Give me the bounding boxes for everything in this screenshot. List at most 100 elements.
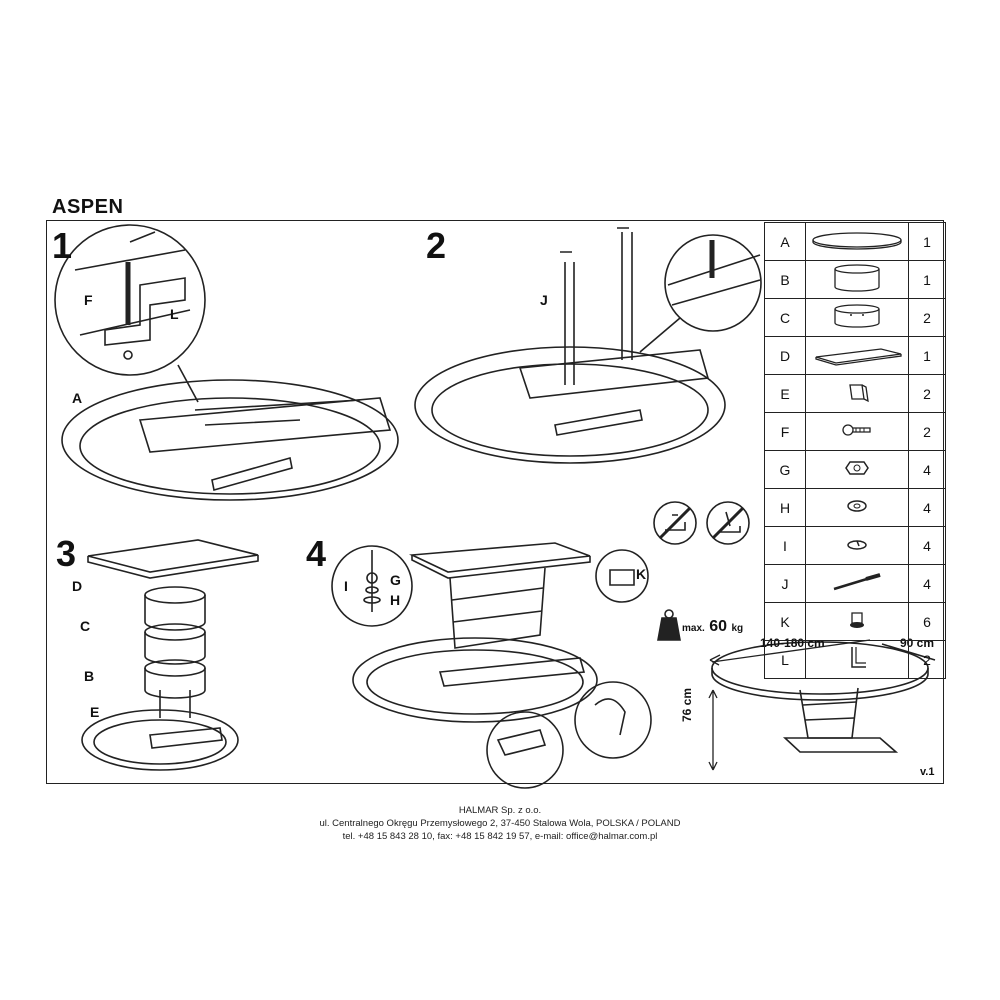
footer-address: ul. Centralnego Okręgu Przemysłowego 2, … <box>319 818 681 829</box>
base-column-icon <box>834 264 880 292</box>
part-picture <box>805 336 909 375</box>
step1-tabletop-drawing <box>61 379 399 501</box>
part-quantity: 1 <box>908 336 946 375</box>
part-letter: D <box>764 336 806 375</box>
step2-tabletop-drawing <box>414 227 726 464</box>
max-load: max. 60 kg <box>682 618 743 636</box>
footer-company: HALMAR Sp. z o.o. <box>458 805 542 816</box>
part-letter: F <box>764 412 806 451</box>
part-picture <box>805 526 909 565</box>
part-quantity: 1 <box>908 222 946 261</box>
document-title: ASPEN <box>52 196 124 218</box>
version-label: v.1 <box>920 766 935 778</box>
part-picture <box>805 222 909 261</box>
step-number-2: 2 <box>426 225 447 266</box>
part-quantity: 2 <box>908 298 946 337</box>
tabletop-icon <box>812 232 902 250</box>
no-stand-warning-icon <box>706 501 750 545</box>
part-picture <box>805 450 909 489</box>
callout-b: B <box>84 668 95 684</box>
callout-e: E <box>90 704 100 720</box>
base-plate-icon <box>815 348 902 366</box>
callout-k: K <box>636 566 647 582</box>
bolt-icon <box>842 424 871 436</box>
nut-icon <box>845 461 869 475</box>
step2-detail-circle <box>639 234 762 353</box>
part-quantity: 1 <box>908 260 946 299</box>
step4-detail-hand-bottom <box>486 711 564 789</box>
part-quantity: 4 <box>908 488 946 527</box>
callout-i: I <box>344 578 348 594</box>
step-number-3: 3 <box>56 533 77 574</box>
threaded-rod-icon <box>833 573 881 591</box>
part-quantity: 4 <box>908 450 946 489</box>
callout-j: J <box>540 292 548 308</box>
adjustable-foot-icon <box>850 612 864 628</box>
max-load-value: 60 <box>709 618 728 635</box>
part-picture <box>805 412 909 451</box>
step1-detail-circle <box>54 224 206 403</box>
part-quantity: 2 <box>908 374 946 413</box>
part-letter: H <box>764 488 806 527</box>
part-picture <box>805 564 909 603</box>
step4-detail-hardware <box>331 545 413 627</box>
column-ring-icon <box>834 304 880 328</box>
part-letter: B <box>764 260 806 299</box>
callout-a: A <box>72 390 83 406</box>
part-picture <box>805 602 909 641</box>
callout-c: C <box>80 618 91 634</box>
part-picture <box>805 488 909 527</box>
no-climb-warning-icon <box>653 501 697 545</box>
step-number-4: 4 <box>306 533 327 574</box>
bracket-block-icon <box>849 384 869 403</box>
part-picture <box>805 374 909 413</box>
step4-detail-foot <box>595 549 649 603</box>
part-letter: I <box>764 526 806 565</box>
callout-g: G <box>390 572 401 588</box>
part-letter: E <box>764 374 806 413</box>
angle-bracket-icon <box>851 647 866 668</box>
callout-d: D <box>72 578 83 594</box>
part-quantity: 4 <box>908 526 946 565</box>
part-letter: L <box>764 640 806 679</box>
spring-washer-icon <box>847 540 867 550</box>
max-load-prefix: max. <box>682 623 705 634</box>
washer-icon <box>847 500 867 512</box>
part-letter: C <box>764 298 806 337</box>
max-load-unit: kg <box>731 623 744 634</box>
step-number-1: 1 <box>52 225 73 266</box>
part-picture <box>805 640 909 679</box>
dimension-height: 76 cm <box>680 687 694 722</box>
step3-exploded-drawing <box>81 539 259 771</box>
part-letter: A <box>764 222 806 261</box>
callout-h: H <box>390 592 401 608</box>
part-picture <box>805 298 909 337</box>
part-letter: J <box>764 564 806 603</box>
part-quantity: 6 <box>908 602 946 641</box>
part-quantity: 2 <box>908 412 946 451</box>
part-quantity: 2 <box>908 640 946 679</box>
part-quantity: 4 <box>908 564 946 603</box>
weight-icon <box>657 609 681 641</box>
part-picture <box>805 260 909 299</box>
callout-f: F <box>84 292 93 308</box>
step4-assembled-drawing <box>352 542 598 723</box>
footer-contact: tel. +48 15 843 28 10, fax: +48 15 842 1… <box>342 831 658 842</box>
step4-detail-hand-top <box>574 681 652 759</box>
part-letter: K <box>764 602 806 641</box>
callout-l: L <box>170 306 179 322</box>
